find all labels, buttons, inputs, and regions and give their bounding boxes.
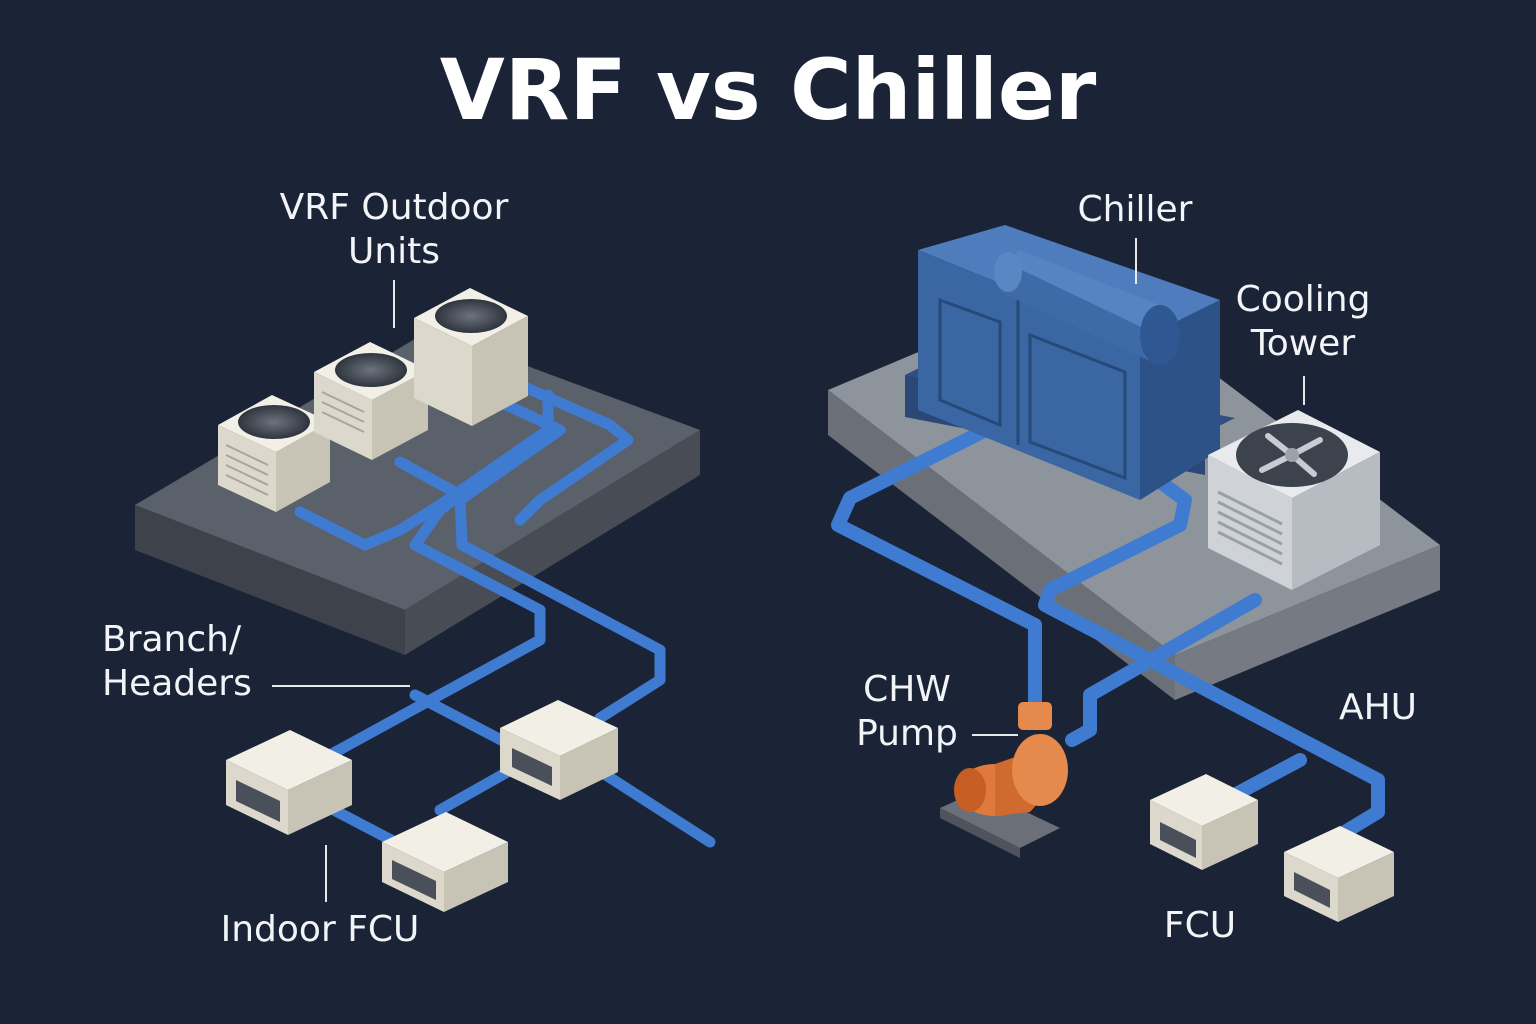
chw-supply-pipe: [831, 421, 1042, 719]
indoor-fcu-label: Indoor FCU: [220, 909, 420, 950]
vrf-pipe-branch-a: [409, 689, 511, 748]
vrf-pipe-branch-d: [589, 762, 716, 848]
chiller-condenser-drum: [994, 250, 1180, 365]
branch-headers-label: Branch/ Headers: [102, 619, 252, 704]
vrf-outdoor-unit-3: [414, 288, 528, 426]
chiller-fcu-1: [1150, 774, 1258, 870]
chw-pump: [940, 702, 1068, 858]
fan-icon: [335, 353, 407, 387]
cooling-tower: [1208, 410, 1380, 590]
chiller-water-pipes: [831, 421, 1385, 839]
chiller-unit: [905, 225, 1235, 500]
chiller-fcu-2: [1284, 826, 1394, 922]
chw-pump-label: CHW Pump: [856, 669, 958, 754]
chw-return-pipe: [1065, 593, 1262, 747]
vrf-pipe-4: [514, 379, 634, 526]
ahu-label: AHU: [1338, 687, 1418, 728]
vrf-pipe-3: [454, 396, 666, 724]
fan-icon: [435, 299, 507, 333]
vrf-indoor-fcu-3: [500, 700, 618, 800]
chiller-label: Chiller: [1077, 189, 1193, 230]
fcu-label: FCU: [1163, 905, 1237, 946]
chw-pipe-to-tower: [1038, 471, 1385, 839]
vrf-leader-lines: [272, 280, 410, 902]
vrf-pipe-branch-b: [324, 802, 401, 848]
page-title: VRF vs Chiller: [439, 41, 1097, 139]
vrf-outdoor-units-label: VRF Outdoor Units: [279, 187, 509, 272]
fan-icon: [238, 405, 310, 439]
vrf-indoor-fcu-1: [226, 730, 352, 835]
cooling-tower-label: Cooling Tower: [1235, 279, 1371, 364]
vrf-indoor-fcu-2: [382, 812, 508, 912]
chiller-leader-lines: [972, 238, 1305, 736]
vrf-outdoor-unit-1: [218, 395, 330, 512]
